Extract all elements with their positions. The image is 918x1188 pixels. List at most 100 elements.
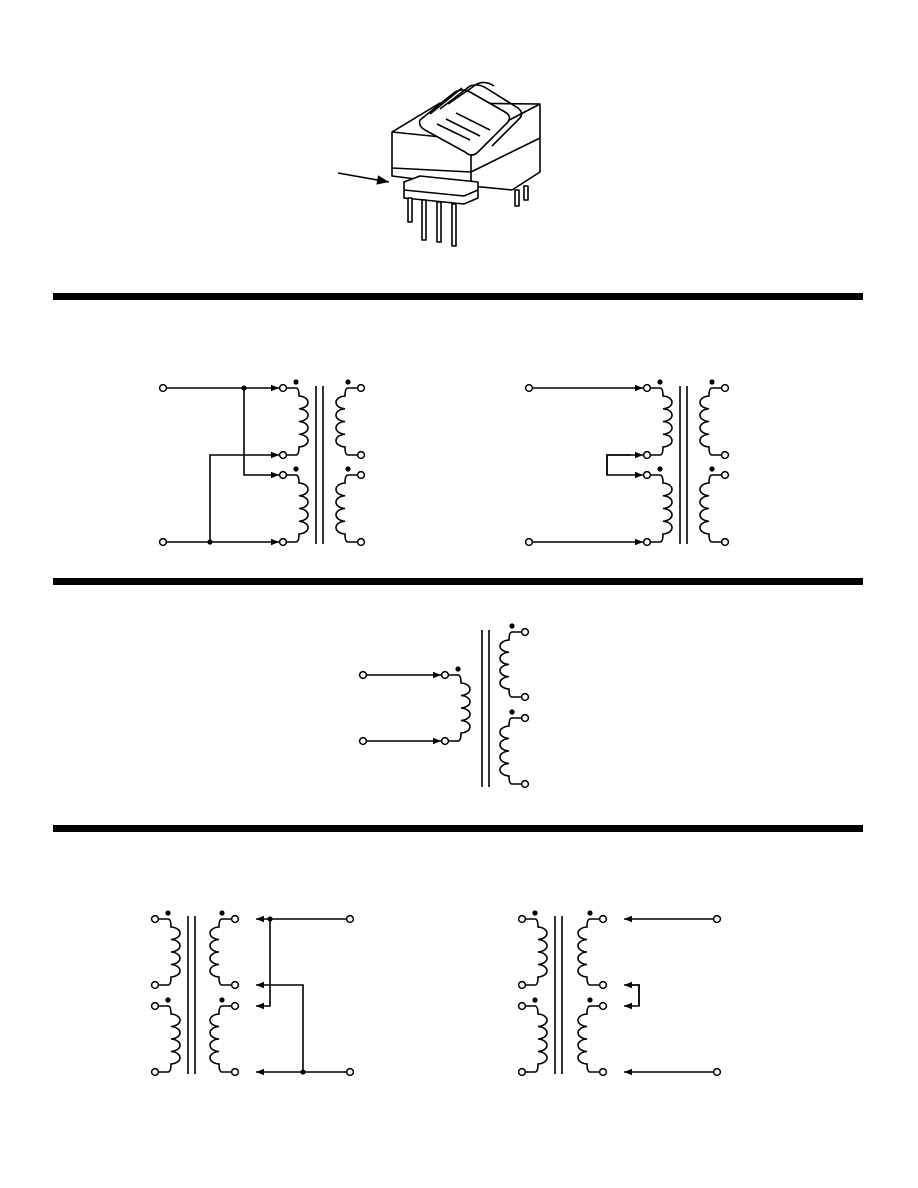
terminal	[356, 537, 366, 547]
jumper-wire	[209, 451, 279, 542]
terminal	[356, 450, 366, 460]
winding-coil	[158, 918, 181, 986]
terminal	[524, 537, 534, 547]
terminal	[278, 450, 288, 460]
polarity-dot	[509, 623, 515, 629]
terminal	[230, 980, 240, 990]
section-divider-middle	[53, 578, 863, 585]
terminal	[440, 736, 450, 746]
polarity-dot	[293, 379, 299, 385]
terminal	[278, 470, 288, 480]
terminal	[356, 470, 366, 480]
terminal	[158, 537, 168, 547]
terminal	[642, 450, 652, 460]
series-link	[624, 981, 640, 1006]
arrow-pointer	[337, 172, 390, 185]
terminal	[230, 1067, 240, 1077]
terminal	[278, 383, 288, 393]
terminal	[598, 980, 608, 990]
polarity-dot	[219, 997, 225, 1003]
terminal	[642, 470, 652, 480]
winding-coil	[525, 1005, 548, 1073]
terminal	[642, 383, 652, 393]
winding-coil	[499, 631, 522, 698]
polarity-dot	[345, 379, 351, 385]
polarity-dot	[455, 666, 461, 672]
winding-coil	[577, 918, 600, 986]
winding-coil	[158, 1005, 181, 1073]
section-divider-top	[53, 293, 863, 300]
series-link	[606, 451, 643, 475]
winding-coil	[286, 387, 309, 456]
parallel-output-wiring	[150, 910, 355, 1077]
polarity-dot	[657, 466, 663, 472]
polarity-dot	[587, 910, 593, 916]
winding-coil	[335, 387, 358, 456]
jumper-wire	[256, 919, 271, 1010]
polarity-dot	[509, 709, 515, 715]
terminal	[345, 914, 355, 924]
transformer-illustration	[391, 81, 541, 247]
polarity-dot	[219, 910, 225, 916]
terminal	[720, 537, 730, 547]
terminal	[158, 383, 168, 393]
terminal	[345, 1067, 355, 1077]
winding-coil	[650, 474, 673, 543]
winding-coil	[525, 918, 548, 986]
jumper-wire	[256, 981, 304, 1072]
terminal	[712, 1067, 722, 1077]
terminal	[150, 1067, 160, 1077]
winding-coil	[448, 674, 471, 742]
series-link	[606, 454, 643, 479]
terminal	[720, 450, 730, 460]
terminal	[517, 980, 527, 990]
winding-coil	[499, 717, 522, 785]
polarity-dot	[709, 466, 715, 472]
terminal	[356, 383, 366, 393]
terminal	[440, 670, 450, 680]
parallel-input-wiring	[158, 379, 366, 547]
terminal	[520, 713, 530, 723]
terminal	[517, 1001, 527, 1011]
winding-coil	[209, 1005, 232, 1073]
terminal	[720, 383, 730, 393]
winding-coil	[577, 1005, 600, 1073]
polarity-dot	[165, 997, 171, 1003]
terminal	[278, 537, 288, 547]
terminal	[598, 914, 608, 924]
winding-coil	[699, 474, 722, 543]
series-output-wiring	[517, 910, 722, 1077]
polarity-dot	[165, 910, 171, 916]
terminal	[712, 914, 722, 924]
terminal	[230, 1001, 240, 1011]
terminal	[520, 692, 530, 702]
terminal	[598, 1067, 608, 1077]
terminal	[230, 914, 240, 924]
terminal	[720, 470, 730, 480]
winding-coil	[650, 387, 673, 456]
winding-coil	[286, 474, 309, 543]
polarity-dot	[709, 379, 715, 385]
section-divider-bottom	[53, 825, 863, 832]
series-link	[624, 984, 640, 1010]
polarity-dot	[345, 466, 351, 472]
terminal	[358, 736, 368, 746]
winding-coil	[335, 474, 358, 543]
terminal	[358, 670, 368, 680]
terminal	[150, 1001, 160, 1011]
polarity-dot	[657, 379, 663, 385]
terminal	[520, 627, 530, 637]
polarity-dot	[532, 910, 538, 916]
polarity-dot	[532, 997, 538, 1003]
terminal	[642, 537, 652, 547]
terminal	[517, 914, 527, 924]
terminal	[150, 914, 160, 924]
polarity-dot	[293, 466, 299, 472]
terminal	[150, 980, 160, 990]
jumper-wire	[243, 388, 279, 479]
terminal	[520, 779, 530, 789]
terminal	[517, 1067, 527, 1077]
terminal	[524, 383, 534, 393]
terminal	[598, 1001, 608, 1011]
